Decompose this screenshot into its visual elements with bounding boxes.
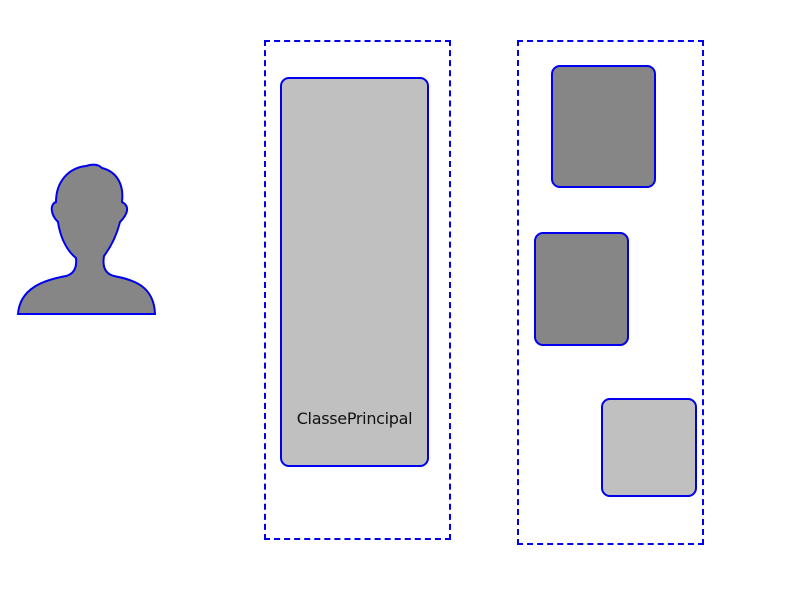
left-group-container [264, 40, 451, 540]
right-group-container [517, 40, 704, 545]
component-box-1[interactable] [551, 65, 656, 188]
user-actor-icon [16, 163, 157, 315]
actor-shape [16, 163, 157, 315]
component-box-2[interactable] [534, 232, 629, 346]
main-class-box[interactable]: ClassePrincipal [280, 77, 429, 467]
component-box-3[interactable] [601, 398, 697, 497]
main-class-label: ClassePrincipal [296, 409, 413, 428]
